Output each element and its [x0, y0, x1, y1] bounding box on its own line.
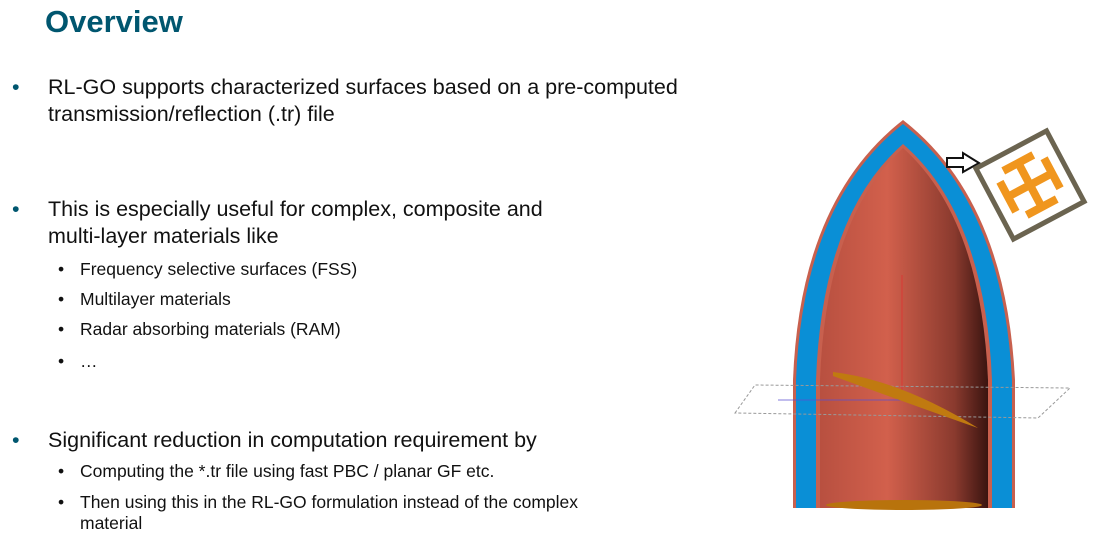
fss-unit-cell: [972, 127, 1088, 243]
sub-bullet: Frequency selective surfaces (FSS): [58, 259, 600, 280]
plane-outline: [734, 384, 1072, 419]
bullet-2: This is especially useful for complex, c…: [12, 196, 588, 250]
sub-bullet: …: [58, 351, 600, 372]
sub-bullet: Radar absorbing materials (RAM): [58, 319, 600, 340]
slide-title: Overview: [45, 4, 183, 39]
arrow-right-icon: [946, 151, 981, 174]
bullet-1: RL-GO supports characterized surfaces ba…: [12, 74, 728, 128]
sub-bullet: Computing the *.tr file using fast PBC /…: [58, 461, 600, 482]
base-disk: [826, 500, 982, 510]
ellipse-disk: [833, 372, 978, 428]
sub-bullet: Multilayer materials: [58, 289, 600, 310]
sub-bullet: Then using this in the RL-GO formulation…: [58, 492, 580, 534]
bullet-3: Significant reduction in computation req…: [12, 427, 728, 454]
